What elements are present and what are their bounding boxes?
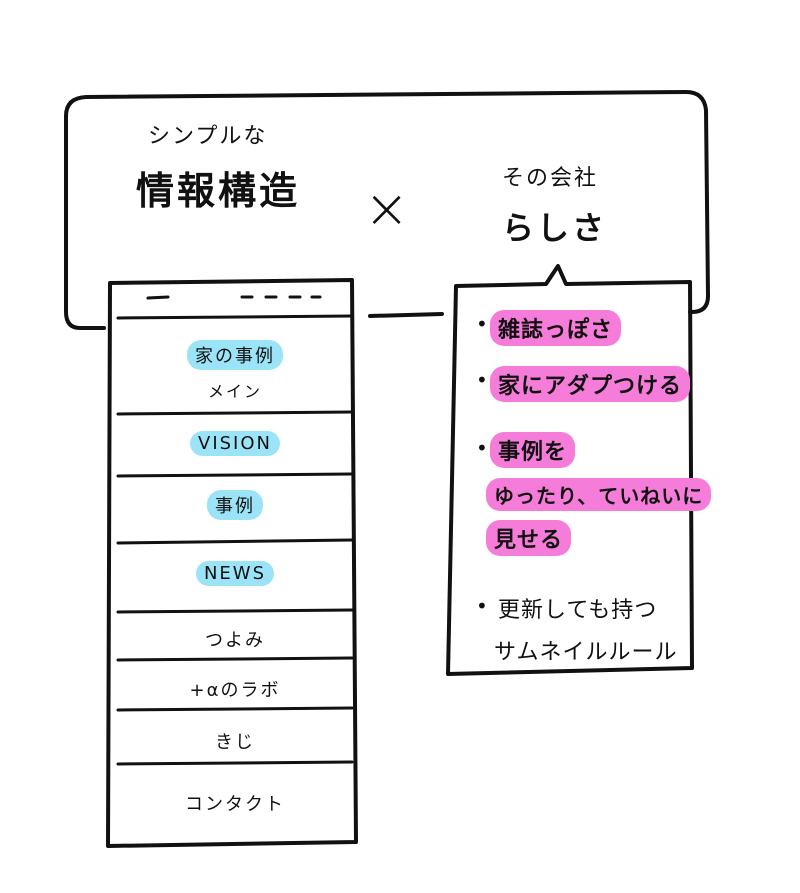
- menu-item-label: つよみ: [205, 630, 265, 651]
- menu-item-cases[interactable]: 事例: [118, 490, 352, 520]
- note-line: 家にアダプつける: [490, 366, 691, 402]
- note-line: ゆったり、ていねいに: [486, 478, 712, 511]
- left-heading-line2: 情報構造: [136, 169, 301, 213]
- menu-item-label: きじ: [215, 732, 255, 753]
- menu-item-strengths[interactable]: つよみ: [118, 624, 352, 654]
- outer-frame-path: [64, 90, 710, 330]
- menu-divider: [116, 760, 354, 766]
- notes-bubble-path: [446, 264, 694, 676]
- note-thumbnail-line2: サムネイルルール: [486, 632, 686, 668]
- note-cases-line2: ゆったり、ていねいに: [486, 478, 712, 511]
- menu-divider: [116, 608, 354, 614]
- bullet-dot-icon: •: [476, 312, 488, 336]
- menu-divider: [116, 314, 354, 320]
- menu-item-articles[interactable]: きじ: [118, 726, 352, 756]
- menu-item-sub-label: メイン: [207, 382, 262, 401]
- menu-divider: [116, 706, 354, 712]
- left-heading-line1: シンプルな: [148, 124, 268, 149]
- note-cases-line1: 事例を: [490, 432, 576, 468]
- times-operator: ×: [364, 177, 410, 240]
- status-bar-mark: [146, 295, 170, 300]
- note-line: サムネイルルール: [494, 640, 678, 665]
- menu-item-label: VISION: [190, 431, 280, 456]
- menu-item-label: NEWS: [195, 561, 275, 586]
- note-line: 見せる: [486, 520, 572, 556]
- menu-item-news[interactable]: NEWS: [118, 561, 352, 586]
- menu-item-contact[interactable]: コンタクト: [118, 788, 352, 818]
- note-cases-line3: 見せる: [486, 520, 572, 556]
- menu-divider: [116, 472, 354, 478]
- note-adapter: 家にアダプつける: [490, 366, 691, 402]
- right-heading-line1: その会社: [502, 166, 599, 191]
- right-heading-line2: らしさ: [502, 209, 608, 247]
- note-line: 事例を: [490, 432, 576, 468]
- menu-divider: [116, 410, 354, 416]
- note-line: 雑誌っぽさ: [490, 310, 622, 346]
- menu-item-house-cases[interactable]: 家の事例 メイン: [118, 340, 352, 402]
- note-line: 更新しても持つ: [498, 598, 658, 623]
- menu-item-label: +αのラボ: [189, 680, 281, 701]
- note-magazine: 雑誌っぽさ: [490, 310, 622, 346]
- bullet-dot-icon: •: [476, 594, 488, 618]
- menu-item-label: 事例: [207, 490, 263, 520]
- menu-divider: [116, 538, 354, 545]
- phone-frame-path: [106, 278, 358, 848]
- menu-divider: [116, 656, 354, 662]
- menu-item-lab[interactable]: +αのラボ: [118, 674, 352, 704]
- note-thumbnail-line1: 更新しても持つ: [490, 590, 665, 626]
- bullet-dot-icon: •: [476, 368, 488, 392]
- menu-item-label: 家の事例: [187, 340, 283, 370]
- bullet-dot-icon: •: [476, 436, 488, 460]
- connector-line: [368, 312, 444, 318]
- menu-item-vision[interactable]: VISION: [118, 431, 352, 456]
- menu-item-label: コンタクト: [185, 794, 285, 815]
